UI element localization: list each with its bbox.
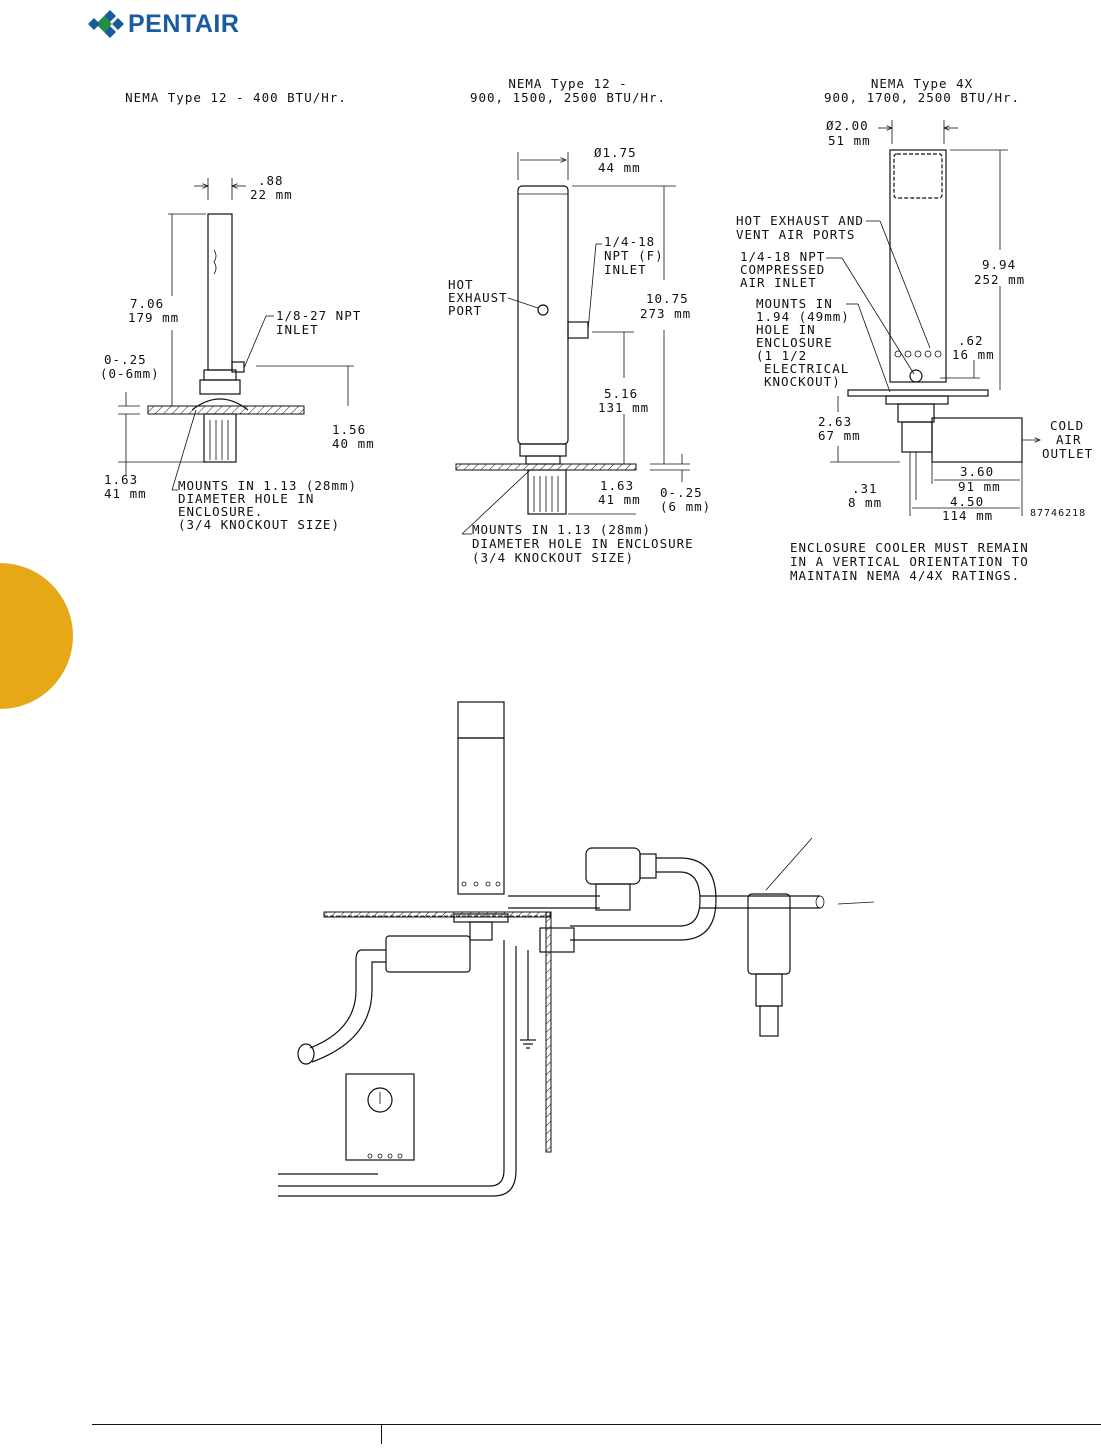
dim-a-bottom-mm: 41 mm xyxy=(104,486,147,501)
drawing-b-inlet-1: 1/4-18 xyxy=(604,234,655,249)
dim-a-height-mm: 179 mm xyxy=(128,310,179,325)
drawing-c-mount-1: MOUNTS IN xyxy=(756,296,833,311)
dim-a-stub: 1.56 xyxy=(332,422,366,437)
drawing-a-inlet-1: 1/8-27 NPT xyxy=(276,308,361,323)
drawing-b-exhaust-3: PORT xyxy=(448,303,482,318)
dim-c-ports-mm: 16 mm xyxy=(952,347,995,362)
drawing-c-mount-6: ELECTRICAL xyxy=(764,361,849,376)
dim-a-width-mm: 22 mm xyxy=(250,187,293,202)
drawing-c-mount-5: (1 1/2 xyxy=(756,348,807,363)
dim-c-lower: 2.63 xyxy=(818,414,852,429)
drawing-nema4x: NEMA Type 4X 900, 1700, 2500 BTU/Hr. Ø2.… xyxy=(736,76,1093,583)
drawing-b-exhaust-1: HOT xyxy=(448,277,474,292)
dim-c-dia-mm: 51 mm xyxy=(828,133,871,148)
dim-c-total: 4.50 xyxy=(950,494,984,509)
dim-b-bottom-mm: 41 mm xyxy=(598,492,641,507)
pentair-diamond-icon xyxy=(88,10,124,38)
dim-a-bottom: 1.63 xyxy=(104,472,138,487)
installation-illustration xyxy=(278,701,875,1197)
dim-c-dia: Ø2.00 xyxy=(826,118,869,133)
drawing-nema12-400: NEMA Type 12 - 400 BTU/Hr. .88 22 mm 7.0… xyxy=(100,90,375,532)
dim-c-height: 9.94 xyxy=(982,257,1016,272)
dim-a-stub-mm: 40 mm xyxy=(332,436,375,451)
drawing-c-outlet-1: COLD xyxy=(1050,418,1084,433)
dim-a-top-mm: (0-6mm) xyxy=(100,366,160,381)
drawing-c-outlet-2: AIR xyxy=(1056,432,1082,447)
drawing-a-note-3: ENCLOSURE. xyxy=(178,504,263,519)
dim-c-total-mm: 114 mm xyxy=(942,508,993,523)
drawing-c-inlet-2: COMPRESSED xyxy=(740,262,825,277)
drawing-b-title-1: NEMA Type 12 - xyxy=(508,76,627,91)
dim-a-height: 7.06 xyxy=(130,296,164,311)
dim-a-width: .88 xyxy=(258,173,284,188)
footer-rule xyxy=(92,1424,1101,1425)
footer-divider xyxy=(381,1424,382,1444)
drawing-c-title-2: 900, 1700, 2500 BTU/Hr. xyxy=(824,90,1020,105)
drawing-c-note-1: ENCLOSURE COOLER MUST REMAIN xyxy=(790,540,1029,555)
drawing-b-note-2: DIAMETER HOLE IN ENCLOSURE xyxy=(472,536,694,551)
drawing-a-note-1: MOUNTS IN 1.13 (28mm) xyxy=(178,478,357,493)
dim-b-gap: 0-.25 xyxy=(660,485,703,500)
dim-b-mid: 5.16 xyxy=(604,386,638,401)
section-tab xyxy=(0,563,73,709)
dim-b-gap-mm: (6 mm) xyxy=(660,499,711,514)
drawing-b-exhaust-2: EXHAUST xyxy=(448,290,508,305)
drawing-a-title: NEMA Type 12 - 400 BTU/Hr. xyxy=(125,90,347,105)
drawing-b-title-2: 900, 1500, 2500 BTU/Hr. xyxy=(470,90,666,105)
drawing-c-mount-7: KNOCKOUT) xyxy=(764,374,841,389)
drawing-c-mount-2: 1.94 (49mm) xyxy=(756,309,850,324)
dim-b-dia: Ø1.75 xyxy=(594,145,637,160)
drawing-c-inlet-1: 1/4-18 NPT xyxy=(740,249,825,264)
brand-name: PENTAIR xyxy=(128,10,239,38)
drawing-b-inlet-2: NPT (F) xyxy=(604,248,664,263)
drawing-a-note-2: DIAMETER HOLE IN xyxy=(178,491,314,506)
dim-c-lower-mm: 67 mm xyxy=(818,428,861,443)
dim-b-dia-mm: 44 mm xyxy=(598,160,641,175)
drawing-c-note-2: IN A VERTICAL ORIENTATION TO xyxy=(790,554,1029,569)
drawing-b-note-1: MOUNTS IN 1.13 (28mm) xyxy=(472,522,651,537)
pentair-logo: PENTAIR xyxy=(88,10,239,38)
drawing-a-note-4: (3/4 KNOCKOUT SIZE) xyxy=(178,517,340,532)
drawing-c-exhaust-2: VENT AIR PORTS xyxy=(736,227,855,242)
drawing-b-note-3: (3/4 KNOCKOUT SIZE) xyxy=(472,550,634,565)
drawing-c-note-3: MAINTAIN NEMA 4/4X RATINGS. xyxy=(790,568,1020,583)
drawing-nema12-900: NEMA Type 12 - 900, 1500, 2500 BTU/Hr. Ø… xyxy=(448,76,711,565)
dim-c-offset: .31 xyxy=(852,481,878,496)
drawing-c-mount-4: ENCLOSURE xyxy=(756,335,833,350)
part-number: 87746218 xyxy=(1030,508,1086,519)
dim-a-top: 0-.25 xyxy=(104,352,147,367)
dim-b-height-mm: 273 mm xyxy=(640,306,691,321)
dim-c-box-mm: 91 mm xyxy=(958,479,1001,494)
drawing-b-inlet-3: INLET xyxy=(604,262,647,277)
drawing-c-inlet-3: AIR INLET xyxy=(740,275,817,290)
drawing-c-title-1: NEMA Type 4X xyxy=(871,76,973,91)
dim-b-height: 10.75 xyxy=(646,291,689,306)
dim-c-box: 3.60 xyxy=(960,464,994,479)
dim-c-offset-mm: 8 mm xyxy=(848,495,882,510)
dim-b-mid-mm: 131 mm xyxy=(598,400,649,415)
dim-c-height-mm: 252 mm xyxy=(974,272,1025,287)
drawing-c-outlet-3: OUTLET xyxy=(1042,446,1093,461)
drawing-c-mount-3: HOLE IN xyxy=(756,322,816,337)
dim-c-ports: .62 xyxy=(958,333,984,348)
dim-b-bottom: 1.63 xyxy=(600,478,634,493)
drawing-c-exhaust-1: HOT EXHAUST AND xyxy=(736,213,864,228)
drawing-a-inlet-2: INLET xyxy=(276,322,319,337)
